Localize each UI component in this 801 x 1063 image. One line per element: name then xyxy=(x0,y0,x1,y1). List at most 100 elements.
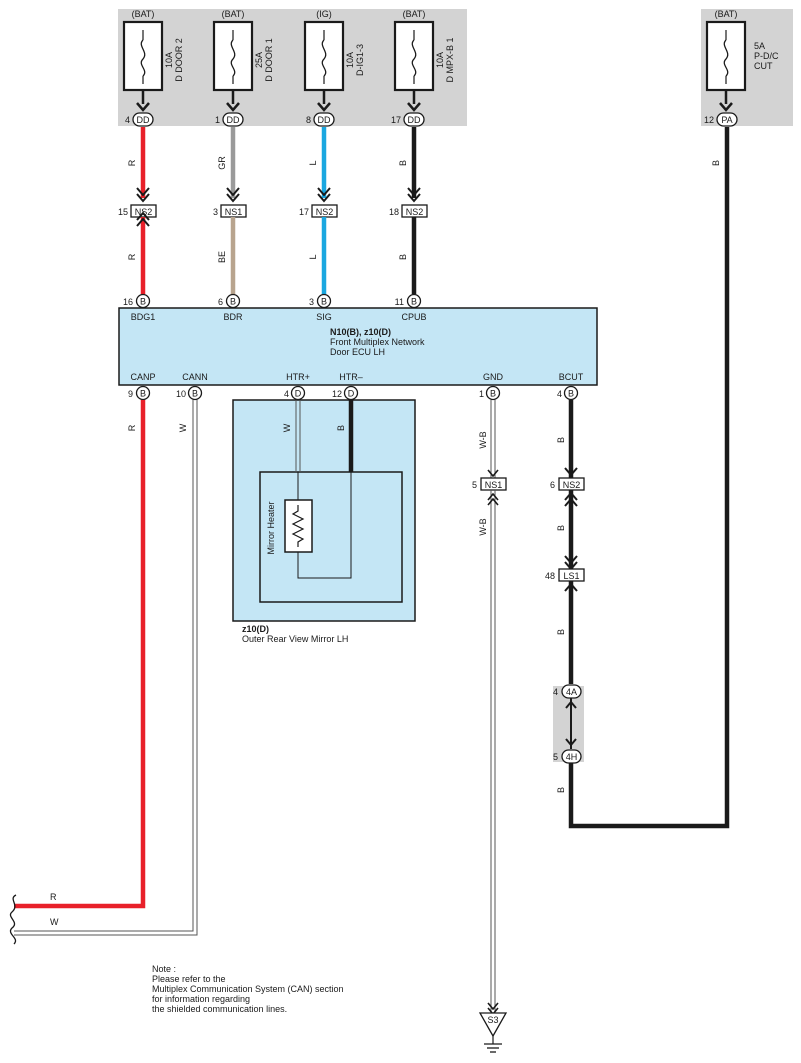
pin-number: 1 xyxy=(479,389,484,399)
fuse-source-label: (BAT) xyxy=(222,9,245,19)
pin-number: 12 xyxy=(332,389,342,399)
ecu-title: N10(B), z10(D) xyxy=(330,327,391,337)
pin-label: HTR– xyxy=(339,372,363,382)
connector-code: 4H xyxy=(566,752,578,762)
pin-connector: B xyxy=(140,297,146,307)
pin-connector: B xyxy=(568,389,574,399)
door-ecu-lh: N10(B), z10(D) Front Multiplex Network D… xyxy=(118,307,598,386)
junction-code: NS1 xyxy=(485,480,503,490)
mirror-title: z10(D) xyxy=(242,624,269,634)
pin-connector: B xyxy=(192,389,198,399)
connector-code: DD xyxy=(137,115,150,125)
wire-color-code: B xyxy=(711,160,721,166)
connector-pin-number: 5 xyxy=(553,752,558,762)
connector-code: PA xyxy=(721,115,732,125)
wire-color-code: B xyxy=(556,525,566,531)
fuse-source-label: (BAT) xyxy=(715,9,738,19)
fuse-d-ig1-3: (IG) 10A D-IG1-3 8 DD xyxy=(303,9,365,127)
fuse-amp-label: 10A xyxy=(435,52,445,68)
wire-color-code: W-B xyxy=(478,518,488,535)
fuse-name-label: D DOOR 1 xyxy=(264,38,274,82)
fuse-source-label: (BAT) xyxy=(132,9,155,19)
wire-color-code: W xyxy=(50,917,59,927)
pin-number: 16 xyxy=(123,297,133,307)
wire-color-code: L xyxy=(308,254,318,259)
connector-pin-number: 4 xyxy=(125,115,130,125)
wire-cann: W xyxy=(14,400,198,936)
ecu-pin-gnd: GND 1 B xyxy=(479,372,504,401)
wire-bdg1: R 15 NS2 R xyxy=(118,127,157,294)
wire-color-code: B xyxy=(556,629,566,635)
wire-color-code: B xyxy=(556,437,566,443)
ecu-pin-bcut: BCUT 4 B xyxy=(557,372,584,401)
junction-code: NS2 xyxy=(135,207,153,217)
pin-number: 6 xyxy=(218,297,223,307)
fuse-name-label: D-IG1-3 xyxy=(355,44,365,76)
fuse-amp-label: 10A xyxy=(164,52,174,68)
wire-color-code: R xyxy=(50,892,57,902)
pin-connector: D xyxy=(295,389,302,399)
connector-pin-number: 12 xyxy=(704,115,714,125)
pin-number: 9 xyxy=(128,389,133,399)
mirror-subtitle: Outer Rear View Mirror LH xyxy=(242,634,348,644)
wire-gnd: W-B 5 NS1 W-B xyxy=(472,400,507,1016)
connector-pin-number: 8 xyxy=(306,115,311,125)
fuse-source-label: (BAT) xyxy=(403,9,426,19)
connector-pin-number: 17 xyxy=(391,115,401,125)
note-line: the shielded communication lines. xyxy=(152,1004,287,1014)
wire-sig: L 17 NS2 L xyxy=(299,127,338,294)
ecu-name: Door ECU LH xyxy=(330,347,385,357)
wire-color-code: W-B xyxy=(478,431,488,448)
outer-rear-view-mirror-lh: Mirror Heater W B z10(D) Outer Rear View… xyxy=(232,399,416,644)
pin-label: GND xyxy=(483,372,504,382)
junction-pin-number: 6 xyxy=(550,480,555,490)
fuse-name-label: D DOOR 2 xyxy=(174,38,184,82)
wire-color-code: B xyxy=(556,787,566,793)
note-line: for information regarding xyxy=(152,994,250,1004)
ecu-pin-sig: 3 B SIG xyxy=(309,293,332,322)
fuse-name-label: P-D/C xyxy=(754,51,779,61)
junction-code: NS1 xyxy=(225,207,243,217)
junction-code: NS2 xyxy=(563,480,581,490)
shield-break-symbol: R W xyxy=(9,892,59,945)
fuse-amp-label: 25A xyxy=(254,52,264,68)
junction-code: NS2 xyxy=(406,207,424,217)
pin-label: CANN xyxy=(182,372,208,382)
ecu-pin-canp: CANP 9 B xyxy=(128,372,156,401)
ground-label: S3 xyxy=(487,1015,498,1025)
wire-bcut: B 6 NS2 B 48 LS1 B 4 4A 5 4H B B xyxy=(545,127,730,829)
ecu-pin-bdr: 6 B BDR xyxy=(218,293,243,322)
pin-connector: D xyxy=(348,389,355,399)
wire-color-code: R xyxy=(127,253,137,260)
resistor-icon xyxy=(291,505,305,547)
junction-code: NS2 xyxy=(316,207,334,217)
fuse-name-label-2: CUT xyxy=(754,61,773,71)
ecu-pin-cpub: 11 B CPUB xyxy=(395,293,427,322)
junction-pin-number: 15 xyxy=(118,207,128,217)
wire-color-code: B xyxy=(336,425,346,431)
pin-label: BDG1 xyxy=(131,312,156,322)
wire-cpub: B 18 NS2 B xyxy=(389,127,428,294)
wire-bdr: GR 3 NS1 BE xyxy=(213,127,247,294)
fuse-d-door-2: (BAT) 10A D DOOR 2 4 DD xyxy=(122,9,184,127)
note-line: Please refer to the xyxy=(152,974,226,984)
connector-code: DD xyxy=(227,115,240,125)
fuse-amp-label: 10A xyxy=(345,52,355,68)
ecu-pin-htr-plus: HTR+ 4 D xyxy=(284,372,310,401)
junction-pin-number: 3 xyxy=(213,207,218,217)
connector-pin-number: 1 xyxy=(215,115,220,125)
wire-canp: R xyxy=(14,400,146,909)
note-line: Multiplex Communication System (CAN) sec… xyxy=(152,984,344,994)
junction-code: LS1 xyxy=(563,571,579,581)
pin-connector: B xyxy=(411,297,417,307)
pin-label: BCUT xyxy=(559,372,584,382)
pin-connector: B xyxy=(140,389,146,399)
wire-color-code: B xyxy=(398,160,408,166)
pin-number: 10 xyxy=(176,389,186,399)
junction-pin-number: 5 xyxy=(472,480,477,490)
wire-color-code: B xyxy=(398,254,408,260)
pin-label: BDR xyxy=(223,312,243,322)
connector-code: DD xyxy=(318,115,331,125)
note-heading: Note : xyxy=(152,964,176,974)
